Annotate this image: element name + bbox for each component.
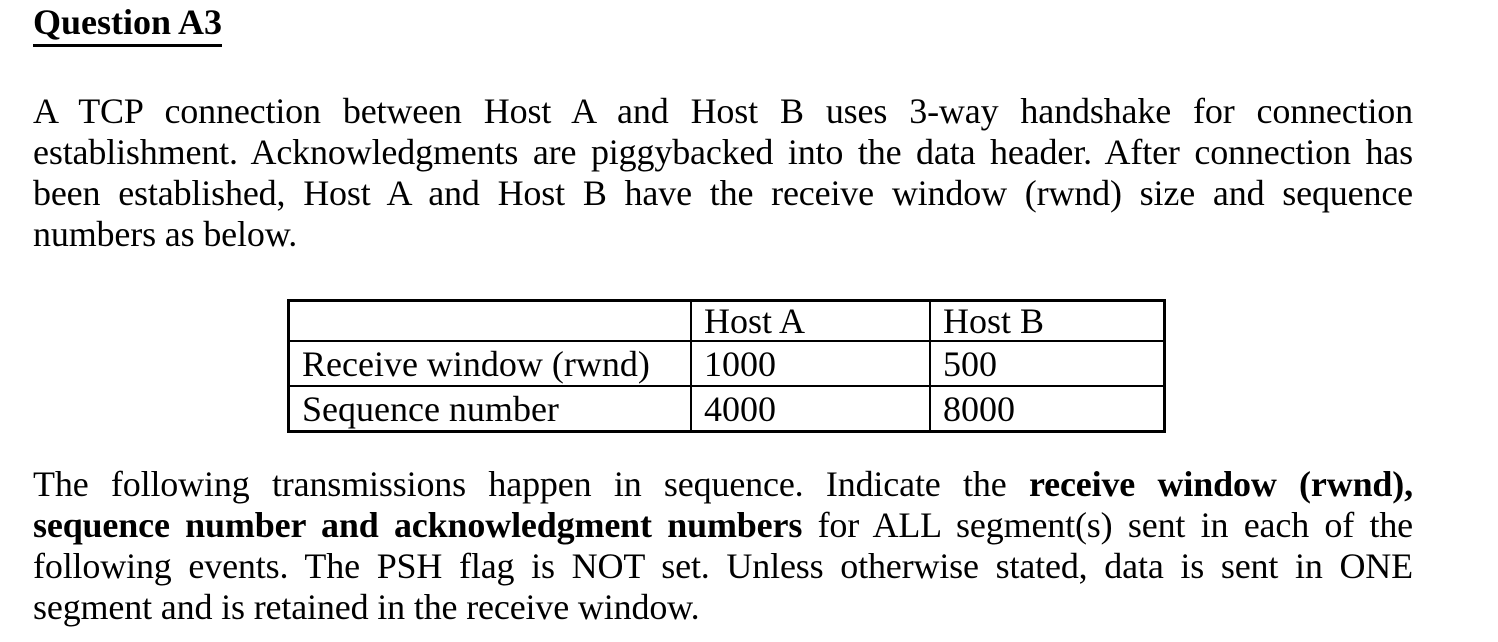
text-segment: following events. The PSH flag is NOT se… <box>33 546 1413 586</box>
paragraph-line: A TCP connection between Host A and Host… <box>33 91 1413 131</box>
question-title: Question A3 <box>33 2 1413 47</box>
text-segment: The following transmissions happen in se… <box>33 464 1029 504</box>
question-title-text: Question A3 <box>33 2 223 47</box>
hosts-table: Host A Host B Receive window (rwnd) 1000… <box>287 299 1166 433</box>
paragraph-line: The following transmissions happen in se… <box>33 464 1413 505</box>
table-row-receive-window: Receive window (rwnd) 1000 500 <box>287 340 1166 387</box>
instructions-paragraph: The following transmissions happen in se… <box>33 464 1413 628</box>
bold-text-segment: sequence number and acknowledgment numbe… <box>33 505 803 545</box>
text-segment: for ALL segment(s) sent in each of the <box>802 505 1414 545</box>
paragraph-line: segment and is retained in the receive w… <box>33 587 1413 628</box>
table-row-sequence-number: Sequence number 4000 8000 <box>287 385 1166 433</box>
bold-text-segment: receive window (rwnd), <box>1028 464 1413 504</box>
table-header-host-b: Host B <box>929 299 1166 342</box>
cell-host-b-seq: 8000 <box>929 385 1166 433</box>
row-label-sequence-number: Sequence number <box>287 385 692 433</box>
table-corner-cell <box>287 299 692 342</box>
row-label-receive-window: Receive window (rwnd) <box>287 340 692 387</box>
text-segment: segment and is retained in the receive w… <box>33 587 700 627</box>
paragraph-line: been established, Host A and Host B have… <box>33 173 1413 213</box>
table-header-host-a: Host A <box>690 299 931 342</box>
intro-paragraph: A TCP connection between Host A and Host… <box>33 91 1413 255</box>
cell-host-a-seq: 4000 <box>690 385 931 433</box>
paragraph-line: numbers as below. <box>33 214 298 254</box>
paragraph-line: sequence number and acknowledgment numbe… <box>33 505 1413 546</box>
cell-host-b-rwnd: 500 <box>929 340 1166 387</box>
table-header-row: Host A Host B <box>287 299 1166 342</box>
cell-host-a-rwnd: 1000 <box>690 340 931 387</box>
paragraph-line: establishment. Acknowledgments are piggy… <box>33 132 1413 172</box>
paragraph-line: following events. The PSH flag is NOT se… <box>33 546 1413 587</box>
